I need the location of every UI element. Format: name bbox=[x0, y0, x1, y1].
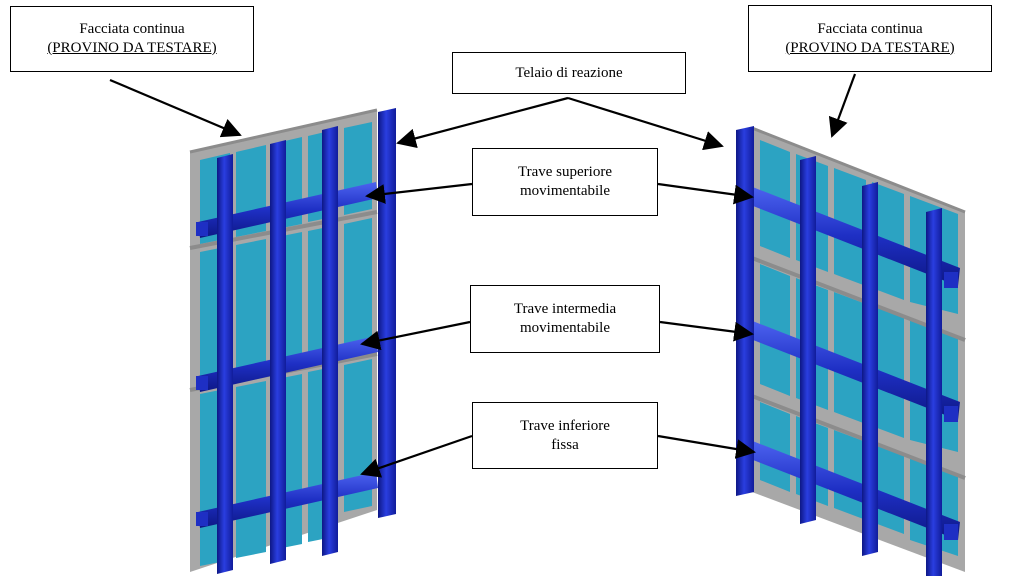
label-left-facade: Facciata continua (PROVINO DA TESTARE) bbox=[10, 6, 254, 72]
right-facade-subtitle: (PROVINO DA TESTARE) bbox=[785, 39, 955, 56]
upper-beam-line1: Trave superiore bbox=[517, 164, 612, 180]
label-right-facade: Facciata continua (PROVINO DA TESTARE) bbox=[748, 5, 992, 72]
right-columns bbox=[800, 156, 942, 576]
right-reaction-frame-post bbox=[736, 126, 754, 496]
arrow-lower-left bbox=[360, 434, 473, 478]
right-test-rig bbox=[736, 126, 966, 576]
arrow-lower-right bbox=[657, 434, 756, 459]
label-upper-beam: Trave superiore movimentabile bbox=[472, 148, 658, 216]
middle-beam-line2: movimentabile bbox=[520, 320, 610, 336]
arrow-upper-left bbox=[365, 182, 473, 204]
reaction-frame-text: Telaio di reazione bbox=[515, 64, 623, 81]
arrow-frame-right bbox=[567, 96, 724, 151]
left-reaction-frame-post bbox=[378, 108, 396, 518]
arrow-frame-left bbox=[396, 96, 569, 149]
arrow-middle-left bbox=[360, 320, 471, 351]
lower-beam-line2: fissa bbox=[551, 436, 579, 453]
right-facade-title: Facciata continua bbox=[817, 20, 923, 37]
arrow-upper-right bbox=[657, 182, 754, 205]
arrow-middle-right bbox=[659, 320, 754, 342]
arrow-left-facade bbox=[109, 78, 242, 138]
left-test-rig bbox=[189, 108, 396, 574]
upper-beam-line2: movimentabile bbox=[520, 183, 610, 199]
lower-beam-line1: Trave inferiore bbox=[520, 417, 610, 434]
left-facade-subtitle: (PROVINO DA TESTARE) bbox=[47, 40, 217, 56]
label-lower-beam: Trave inferiore fissa bbox=[472, 402, 658, 469]
left-facade-title: Facciata continua bbox=[79, 21, 185, 37]
arrow-right-facade bbox=[828, 73, 857, 138]
label-reaction-frame: Telaio di reazione bbox=[452, 52, 686, 94]
middle-beam-line1: Trave intermedia bbox=[513, 301, 617, 317]
callout-arrows bbox=[109, 73, 857, 478]
label-middle-beam: Trave intermedia movimentabile bbox=[470, 285, 660, 353]
left-columns bbox=[217, 126, 338, 574]
